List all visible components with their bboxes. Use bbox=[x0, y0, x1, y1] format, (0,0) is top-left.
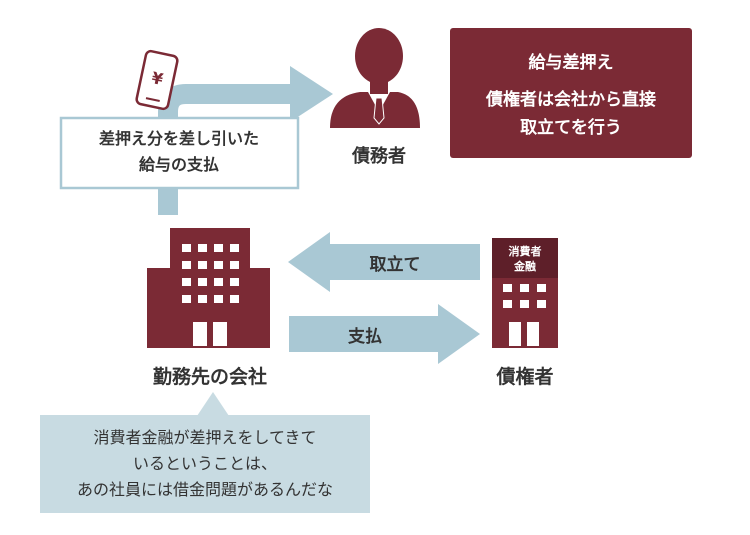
collection-label: 取立て bbox=[369, 255, 421, 275]
speech-line-1: 消費者金融が差押えをしてきて bbox=[93, 428, 317, 447]
creditor-label: 債権者 bbox=[496, 366, 554, 388]
creditor-sign-line-1: 消費者 bbox=[509, 244, 542, 258]
info-box-body-line-2: 取立てを行う bbox=[520, 118, 622, 138]
company-label: 勤務先の会社 bbox=[152, 366, 267, 388]
salary-payment-arrowhead bbox=[290, 66, 333, 122]
salary-payment-label: 差押え分を差し引いた 給与の支払 bbox=[60, 117, 298, 187]
creditor-building-icon: 消費者 金融 bbox=[492, 238, 558, 348]
speech-line-3: あの社員には借金問題があるんだな bbox=[76, 480, 333, 499]
payment-label: 支払 bbox=[348, 327, 382, 347]
salary-label-bubble bbox=[59, 116, 300, 190]
speech-line-2: いるということは、 bbox=[132, 454, 277, 473]
salary-payment-label-line-1: 差押え分を差し引いた bbox=[98, 129, 259, 148]
info-box-body: 債権者は会社から直接 取立てを行う bbox=[450, 86, 692, 142]
phone-yen-icon: ¥ bbox=[135, 49, 179, 111]
salary-payment-arrow bbox=[158, 84, 290, 215]
debtor-person-icon bbox=[330, 28, 420, 128]
creditor-sign-line-2: 金融 bbox=[513, 259, 536, 273]
phone-yen-glyph: ¥ bbox=[150, 68, 165, 89]
debtor-label: 債務者 bbox=[352, 146, 406, 167]
collection-arrow-shaft bbox=[325, 244, 480, 280]
company-building-icon bbox=[147, 228, 270, 348]
info-box: 給与差押え 債権者は会社から直接 取立てを行う bbox=[450, 28, 692, 158]
speech-text: 消費者金融が差押えをしてきて いるということは、 あの社員には借金問題があるんだ… bbox=[40, 415, 370, 513]
speech-bubble-tail bbox=[197, 392, 229, 416]
speech-bubble bbox=[40, 415, 370, 513]
payment-arrow-shaft bbox=[289, 316, 441, 352]
collection-arrowhead bbox=[288, 232, 330, 292]
payment-arrowhead bbox=[438, 304, 480, 364]
salary-payment-label-line-2: 給与の支払 bbox=[138, 155, 219, 174]
info-box-body-line-1: 債権者は会社から直接 bbox=[486, 90, 656, 110]
info-box-title: 給与差押え bbox=[528, 53, 614, 73]
